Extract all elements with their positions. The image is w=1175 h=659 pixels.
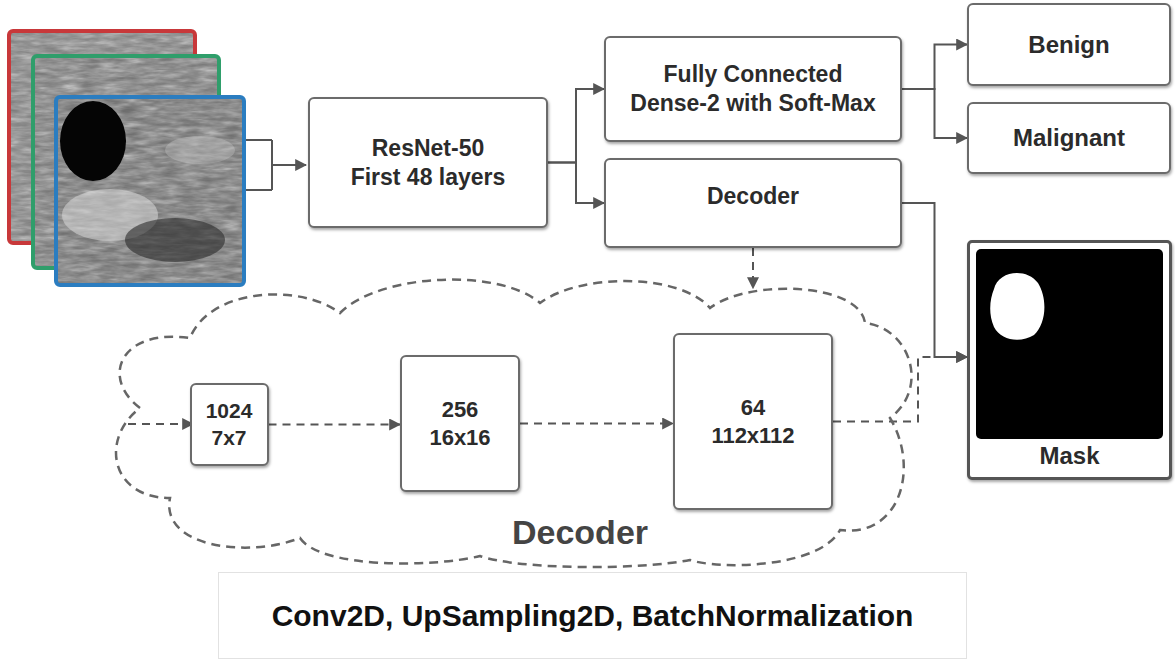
- feature-map-box: 64112x112: [673, 333, 833, 510]
- node-text: 16x16: [429, 424, 490, 452]
- node-text: 1024: [206, 398, 253, 424]
- node-text: 112x112: [711, 422, 794, 450]
- ultrasound-stack: [9, 31, 244, 285]
- connector-arrow: [548, 163, 604, 204]
- connector-arrow: [548, 89, 604, 163]
- connector-arrow: [833, 357, 967, 422]
- node-text: Decoder: [512, 511, 648, 554]
- cloud-path: [116, 280, 912, 567]
- node-text: Conv2D, UpSampling2D, BatchNormalization: [272, 597, 914, 635]
- node-text: Benign: [1028, 30, 1109, 60]
- class-label-box: Malignant: [967, 102, 1171, 174]
- node-text: Fully Connected: [664, 60, 843, 89]
- decoder-input-arrow: [128, 423, 193, 425]
- input-arrow: [246, 140, 306, 190]
- encoder-box: ResNet-50First 48 layers: [308, 97, 548, 228]
- node-text: 7x7: [211, 425, 246, 451]
- mask-output-box: Mask: [967, 240, 1172, 480]
- node-text: Decoder: [707, 182, 799, 211]
- connector-arrow: [752, 248, 754, 288]
- node-text: Malignant: [1013, 123, 1125, 153]
- node-text: First 48 layers: [351, 163, 506, 192]
- node-text: ResNet-50: [372, 134, 485, 163]
- node-text: Mask: [1039, 441, 1099, 471]
- node-text: Dense-2 with Soft-Max: [630, 89, 875, 118]
- node-text: 64: [741, 394, 765, 422]
- connector-arrow: [902, 89, 967, 138]
- connector-arrow: [902, 45, 967, 90]
- feature-map-box: 25616x16: [400, 355, 520, 492]
- decoder-cloud: Decoder 10247x7 25616x16 64112x112: [100, 268, 920, 568]
- classifier-box: Fully ConnectedDense-2 with Soft-Max: [604, 36, 902, 142]
- node-text: 256: [442, 396, 479, 424]
- connector-arrow: [269, 424, 401, 426]
- decoder-box: Decoder: [604, 158, 902, 248]
- feature-map-box: 10247x7: [190, 383, 269, 466]
- layer-list-box: Conv2D, UpSampling2D, BatchNormalization: [218, 572, 967, 659]
- connector-arrow: [520, 423, 673, 425]
- mask-image: [976, 249, 1163, 439]
- connector-arrow: [902, 203, 967, 357]
- class-label-box: Benign: [967, 3, 1171, 86]
